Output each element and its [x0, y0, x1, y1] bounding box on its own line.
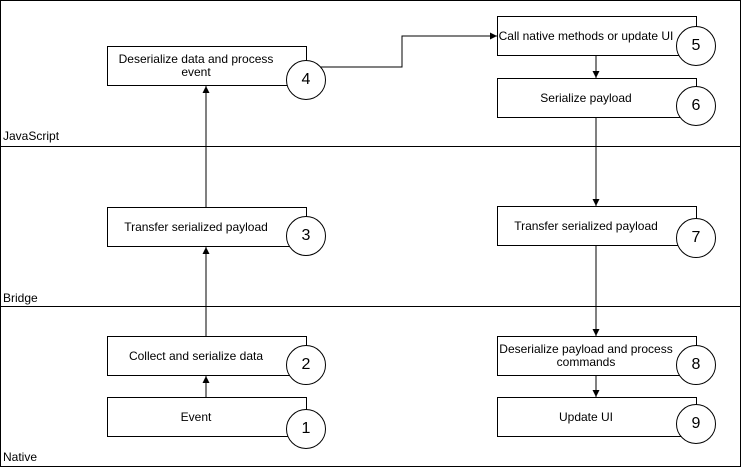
- step-box-event: Event: [107, 397, 307, 437]
- step-label-3: Transfer serialized payload: [124, 219, 268, 234]
- lane-native: [0, 306, 741, 467]
- step-number-3: 3: [286, 216, 326, 256]
- step-label-8: Deserialize payload and process commands: [499, 342, 673, 369]
- step-label-2: Collect and serialize data: [128, 348, 264, 363]
- step-box-call-native-update-ui: Call native methods or update UI: [497, 16, 697, 56]
- step-label-4: Deserialize data and process event: [118, 52, 274, 79]
- step-label-7: Transfer serialized payload: [514, 218, 658, 233]
- step-number-2: 2: [286, 345, 326, 385]
- lane-label-native: Native: [3, 450, 38, 464]
- step-box-deserialize-process-event: Deserialize data and process event: [107, 46, 307, 86]
- lane-label-javascript: JavaScript: [3, 129, 60, 143]
- step-box-serialize-payload: Serialize payload: [497, 78, 697, 118]
- step-label-9: Update UI: [558, 409, 614, 424]
- step-number-9: 9: [676, 404, 716, 444]
- step-label-6: Serialize payload: [540, 90, 632, 105]
- step-number-4: 4: [286, 60, 326, 100]
- step-box-collect-serialize: Collect and serialize data: [107, 336, 307, 376]
- step-number-1: 1: [286, 409, 326, 449]
- step-number-7: 7: [676, 218, 716, 258]
- step-number-6: 6: [676, 86, 716, 126]
- step-label-1: Event: [180, 409, 212, 424]
- step-box-update-ui: Update UI: [497, 397, 697, 437]
- step-number-5: 5: [676, 26, 716, 66]
- step-box-transfer-payload-right: Transfer serialized payload: [497, 206, 697, 246]
- step-label-5: Call native methods or update UI: [498, 28, 674, 43]
- lane-label-bridge: Bridge: [3, 291, 38, 305]
- step-box-deserialize-process-commands: Deserialize payload and process commands: [497, 336, 697, 376]
- step-box-transfer-payload-left: Transfer serialized payload: [107, 207, 307, 247]
- step-number-8: 8: [676, 345, 716, 385]
